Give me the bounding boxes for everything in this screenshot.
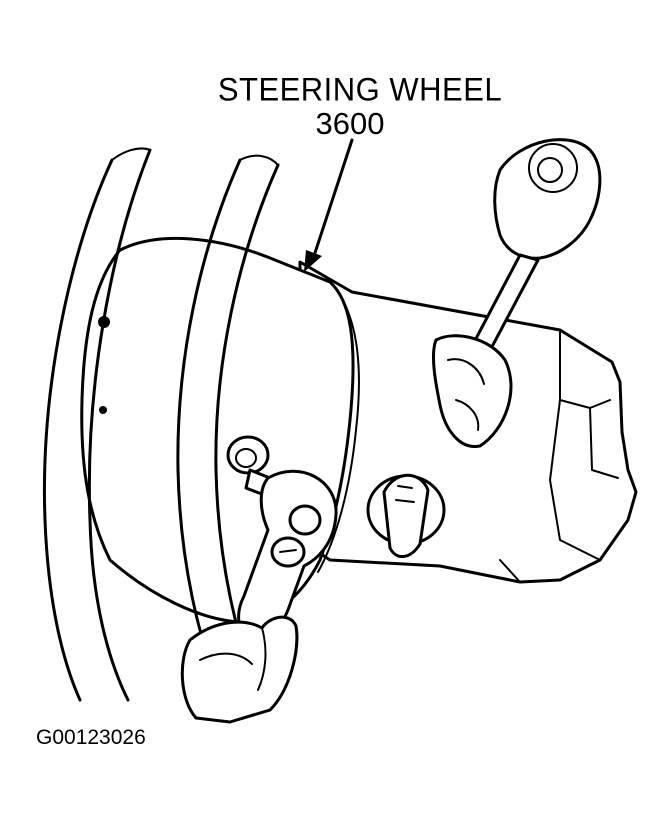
figure-id: G00123026: [36, 726, 146, 749]
shift-lever: [431, 138, 602, 448]
steering-wheel-hub: [80, 236, 360, 624]
ignition-knob: [366, 473, 446, 558]
callout-arrow: [304, 138, 354, 272]
callout-title: STEERING WHEEL: [217, 71, 503, 108]
callout-part-number: 3600: [315, 106, 385, 141]
hand: [180, 615, 299, 724]
